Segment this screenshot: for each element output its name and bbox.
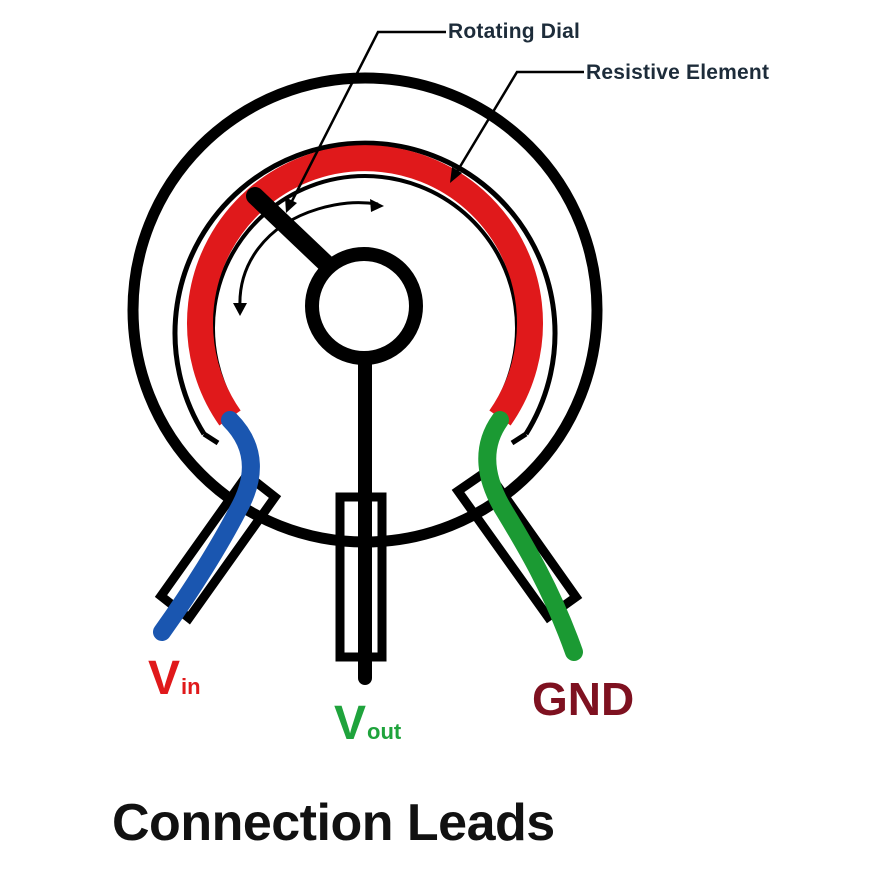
vin-label: Vin [148, 655, 201, 703]
callout-leaders [288, 30, 584, 206]
vin-lead [153, 411, 260, 641]
diagram-caption: Connection Leads [112, 794, 555, 852]
resistive-element [187, 145, 543, 426]
rotating-dial-pointer-icon [285, 197, 297, 213]
rotation-arrow-head-counterclockwise-icon [233, 303, 247, 316]
resistive-track-inner-edge [211, 174, 519, 412]
gnd-lead [478, 411, 583, 661]
vin-label-main: V [148, 652, 181, 705]
shaft-hub [305, 247, 423, 365]
rotating-dial-arm [246, 187, 347, 284]
vout-label: Vout [334, 700, 401, 748]
vin-label-sub: in [181, 674, 201, 699]
resistive-track-housing [172, 140, 558, 436]
vout-label-main: V [334, 697, 367, 750]
gnd-label: GND [532, 673, 635, 725]
track-notches [202, 431, 528, 446]
resistive-element-pointer-icon [450, 167, 462, 183]
vout-label-sub: out [367, 719, 402, 744]
rotating-dial-label: Rotating Dial [448, 20, 581, 43]
resistive-element-leader [453, 70, 584, 176]
rotating-dial-leader [288, 30, 446, 206]
rotation-arrow-head-clockwise-icon [370, 199, 384, 212]
resistive-element-label: Resistive Element [586, 61, 770, 84]
rotation-arrows [238, 201, 379, 309]
